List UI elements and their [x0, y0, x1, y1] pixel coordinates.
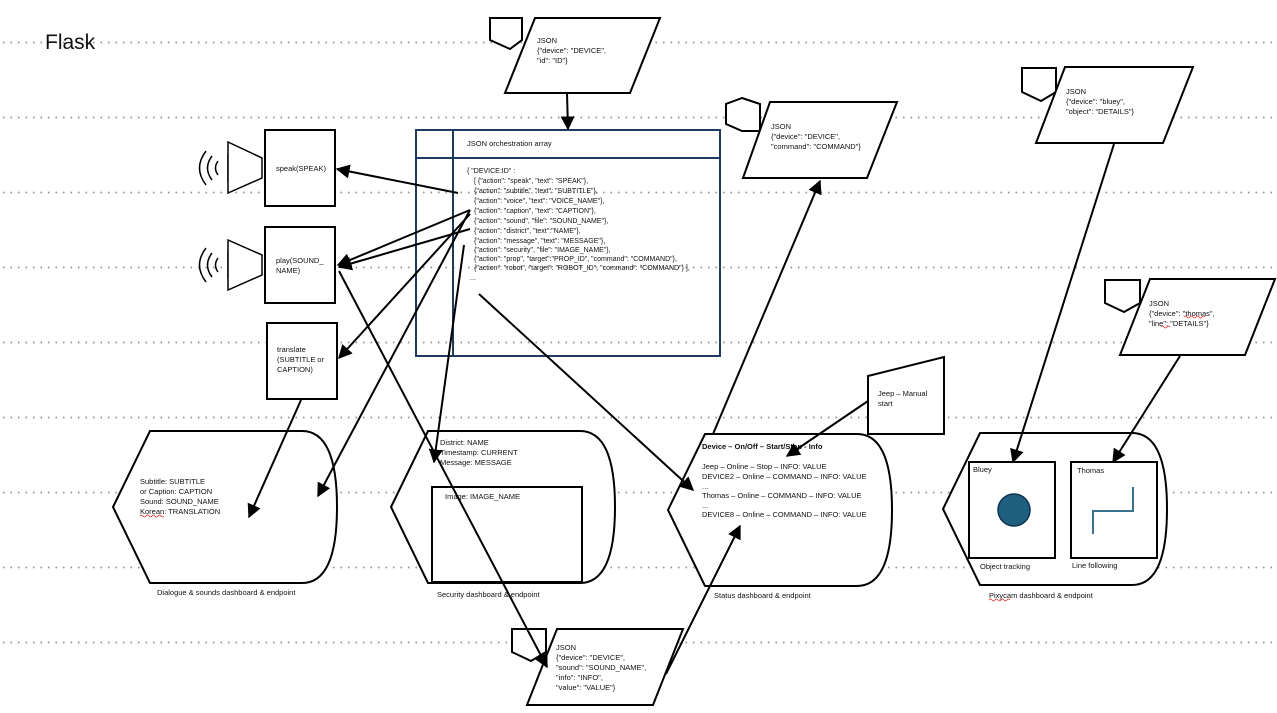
svg-text:Jeep – Online – Stop – INFO: V: Jeep – Online – Stop – INFO: VALUE DEVIC…: [702, 462, 869, 519]
svg-text:play(SOUND_ NAME): play(SOUND_ NAME): [276, 256, 326, 275]
arrow-to-status: [478, 293, 695, 491]
bluey-title: Bluey: [973, 465, 992, 474]
offpage-connector-icon: [489, 17, 523, 51]
pixycam-dashboard: Bluey Thomas Object tracking Line follow…: [941, 432, 1169, 602]
arrow-translate-to-dialogue: [247, 399, 302, 519]
bluey-caption: Object tracking: [980, 562, 1030, 571]
arrow-json-to-orchestration: [560, 92, 575, 131]
play-box: play(SOUND_ NAME): [264, 226, 336, 304]
arrow-to-security: [428, 244, 465, 464]
svg-text:Jeep – Manual start: Jeep – Manual start: [878, 389, 929, 408]
svg-text:speak(SPEAK): speak(SPEAK): [276, 164, 327, 173]
thomas-caption: Line following: [1072, 561, 1117, 570]
thomas-json: JSON {"device": "thomas", "line": "DETAI…: [1104, 278, 1277, 356]
line-path-icon: [1092, 487, 1134, 534]
offpage-connector-icon: [725, 96, 761, 132]
tracked-object-icon: [997, 493, 1031, 527]
arrow-status-to-command: [712, 179, 822, 435]
arrow-to-play-2: [337, 228, 471, 271]
security-image-frame: [431, 486, 583, 583]
arrow-play-to-sound-json: [338, 270, 548, 669]
arrow-to-play: [336, 209, 471, 267]
svg-text:translate (SUBTITLE or: translate (SUBTITLE or CAPTION): [277, 345, 326, 374]
dialogue-caption: Dialogue & sounds dashboard & endpoint: [157, 588, 296, 597]
pixycam-caption: Pixycam dashboard & endpoint: [989, 591, 1094, 600]
translate-box: translate (SUBTITLE or CAPTION): [266, 322, 338, 400]
speaker-icon: [198, 238, 263, 292]
status-caption: Status dashboard & endpoint: [714, 591, 812, 600]
security-image-label: Image: IMAGE_NAME: [445, 492, 520, 501]
thomas-json-text: JSON {"device": "thomas", "line": "DETAI…: [1149, 299, 1217, 328]
arrow-bluey-json-to-panel: [1010, 143, 1115, 464]
page-title: Flask: [45, 31, 96, 54]
command-json-text: JSON {"device": "DEVICE", "command": "CO…: [771, 122, 861, 151]
connector-arrows: [247, 92, 1181, 675]
spellcheck-underline: [988, 598, 1011, 602]
arrow-to-translate: [338, 213, 471, 360]
status-dashboard: Device – On/Off – Start/Stop - Info Jeep…: [666, 433, 894, 600]
bluey-json: JSON {"device": "bluey", "object": "DETA…: [1021, 66, 1195, 144]
speak-box: speak(SPEAK): [264, 129, 336, 207]
spellcheck-underline: [139, 514, 165, 518]
status-header: Device – On/Off – Start/Stop - Info: [702, 442, 823, 451]
offpage-connector-icon: [1021, 67, 1057, 103]
svg-text:District: NAME Timestamp: District: NAME Timestamp: CURRENT Messag…: [440, 438, 520, 467]
offpage-connector-icon: [1104, 279, 1141, 314]
orchestration-array: JSON orchestration array { "DEVICE:ID" :…: [415, 129, 721, 357]
dialogue-dashboard: Subtitle: SUBTITLE or Caption: CAPTION S…: [111, 430, 339, 597]
arrow-jeep-to-status: [785, 400, 869, 457]
speaker-icon: [198, 140, 263, 195]
orchestration-lines: { "DEVICE:ID" : [ {"action": "speak", "t…: [467, 168, 692, 282]
security-dashboard: District: NAME Timestamp: CURRENT Messag…: [389, 430, 617, 599]
device-id-json-text: JSON {"device": "DEVICE", "id": "ID"}: [537, 36, 608, 65]
bluey-json-text: JSON {"device": "bluey", "object": "DETA…: [1066, 87, 1135, 116]
svg-text:Subtitle: SUBTITLE or Ca: Subtitle: SUBTITLE or Caption: CAPTION S…: [140, 477, 221, 516]
security-caption: Security dashboard & endpoint: [437, 590, 540, 599]
sound-info-json: JSON {"device": "DEVICE", "sound": "SOUN…: [511, 628, 685, 706]
sound-info-json-text: JSON {"device": "DEVICE", "sound": "SOUN…: [556, 643, 648, 692]
command-json: JSON {"device": "DEVICE", "command": "CO…: [725, 96, 899, 179]
thomas-title: Thomas: [1077, 466, 1104, 475]
arrow-to-dialogue: [317, 209, 471, 498]
arrow-to-speak: [335, 164, 459, 194]
jeep-manual-start: Jeep – Manual start: [867, 355, 945, 435]
device-id-json: JSON {"device": "DEVICE", "id": "ID"}: [489, 17, 662, 94]
orchestration-header: JSON orchestration array: [467, 139, 552, 148]
spellcheck-underline: [1160, 315, 1206, 329]
arrow-sound-json-to-status: [665, 524, 741, 675]
arrow-thomas-json-to-panel: [1112, 355, 1181, 464]
